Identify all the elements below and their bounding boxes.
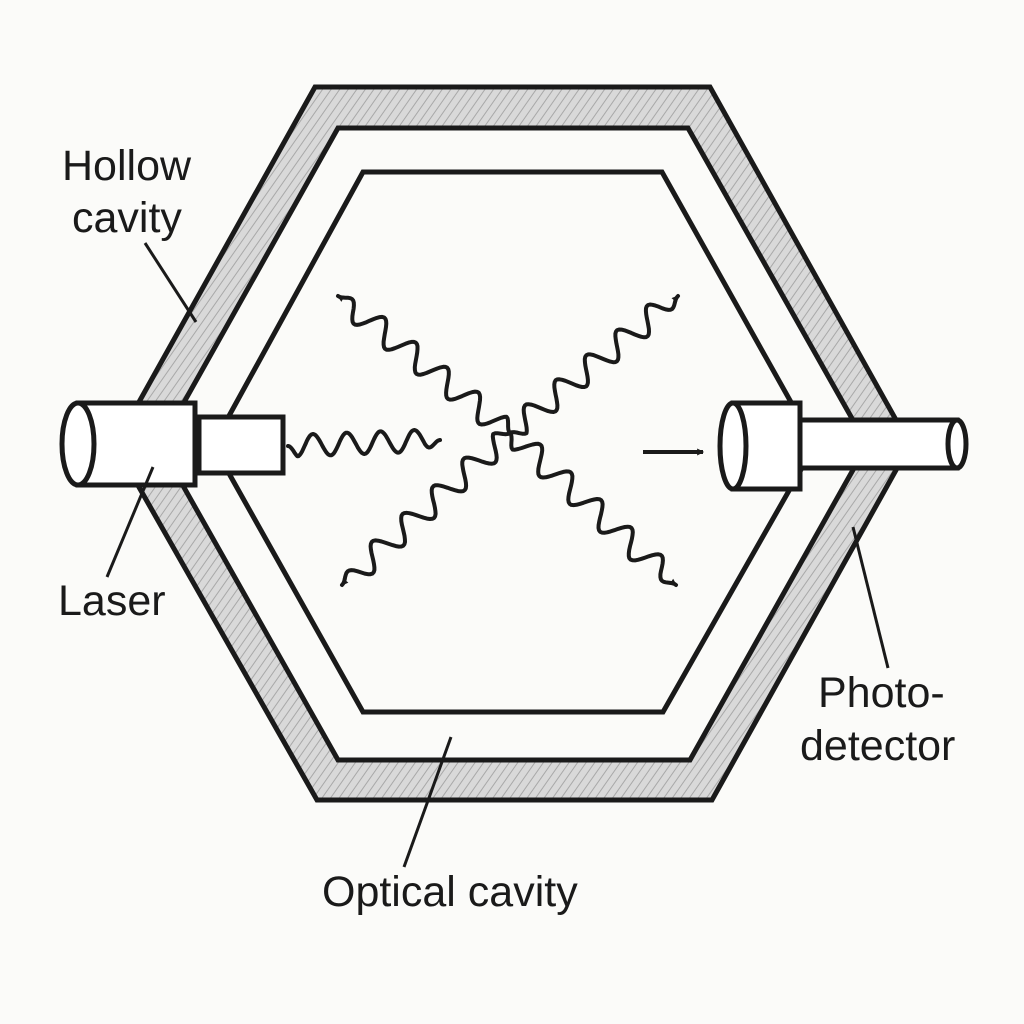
scattered-wave-lower-left: [340, 431, 512, 587]
scattered-wave-lower-right: [508, 431, 678, 587]
optical-cavity-label: Optical cavity: [322, 868, 578, 916]
photodetector-label-line2: detector: [800, 722, 955, 770]
laser-body: [75, 400, 198, 488]
light-waves: [286, 294, 680, 587]
scattered-wave-upper-left: [336, 294, 512, 435]
hollow-cavity-leader-line: [143, 242, 198, 323]
photodetector: [717, 400, 969, 492]
photodetector-leader-line: [851, 526, 890, 669]
laser-nozzle: [196, 414, 286, 476]
laser-label: Laser: [58, 577, 166, 625]
scattered-wave-upper-right: [508, 294, 680, 436]
laser: [59, 400, 286, 488]
hollow-cavity-label-line2: cavity: [72, 194, 182, 242]
hollow-cavity-label-line1: Hollow: [62, 142, 192, 190]
laser-leader-line: [105, 466, 155, 578]
laser-beam-wave: [286, 428, 442, 459]
photodetector-tube-end: [945, 417, 969, 471]
photodetector-label-line1: Photo-: [818, 669, 945, 717]
laser-end-face: [59, 400, 97, 488]
optical-cavity-leader-line: [402, 736, 453, 868]
photodetector-tube: [797, 417, 960, 471]
photodetector-lens: [717, 400, 749, 492]
